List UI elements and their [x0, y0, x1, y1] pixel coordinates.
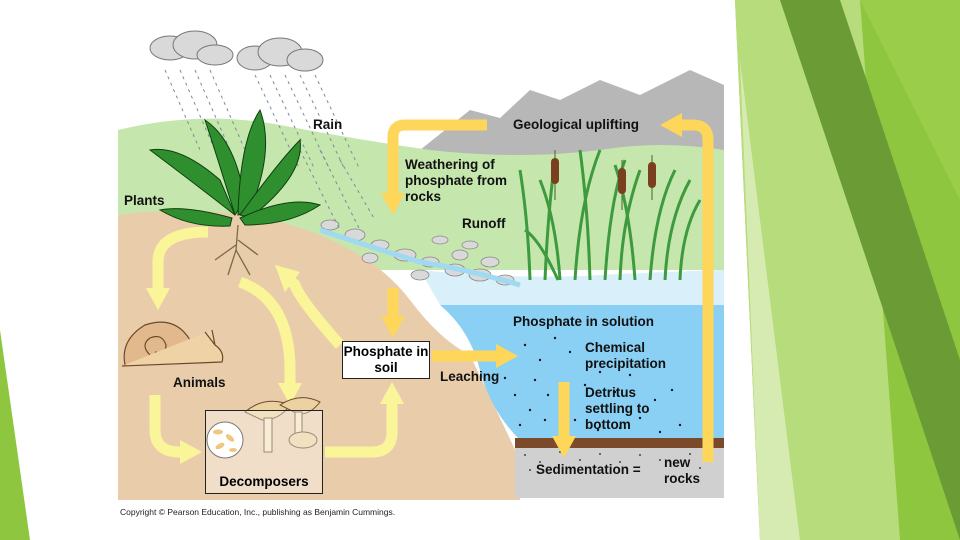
slide-decoration-right	[735, 0, 960, 540]
sediment-speckle	[524, 451, 701, 471]
cycle-arrows	[146, 113, 714, 464]
decomposer-illustration	[206, 397, 321, 459]
label-rain: Rain	[313, 117, 343, 132]
label-runoff: Runoff	[462, 216, 506, 231]
sediment-layer	[515, 438, 724, 448]
arrow-soil-plants	[286, 276, 345, 349]
label-sedimentation: Sedimentation =	[536, 462, 641, 477]
rain-streaks	[164, 69, 376, 231]
label-phosphate-in-soil: Phosphate in soil	[343, 344, 429, 375]
label-chemical-precipitation: Chemical precipitation	[585, 340, 667, 371]
label-weathering: Weathering of phosphate from rocks	[405, 157, 508, 204]
copyright-notice: Copyright © Pearson Education, Inc., pub…	[120, 507, 396, 517]
arrow-plants-decomposers	[237, 276, 296, 385]
phosphate-particles	[503, 336, 682, 434]
label-plants: Plants	[124, 193, 165, 208]
arrow-decomposers-soil	[325, 402, 398, 458]
arrow-animals-decomposers	[149, 395, 182, 458]
rain-clouds	[149, 30, 324, 72]
arrow-weathering	[387, 119, 487, 195]
slide-decoration-left	[0, 330, 30, 540]
label-new-rocks: new rocks	[664, 455, 701, 486]
label-animals: Animals	[173, 375, 226, 390]
label-decomposers: Decomposers	[219, 474, 309, 489]
label-leaching: Leaching	[440, 369, 500, 384]
plant-illustration	[148, 108, 322, 276]
phosphate-in-soil-box: Phosphate in soil	[342, 341, 430, 379]
cattails-illustration	[518, 149, 702, 281]
snail-illustration	[121, 321, 224, 367]
arrow-geological-uplifting	[680, 119, 714, 462]
lake-water	[440, 305, 724, 440]
label-geological-uplifting: Geological uplifting	[513, 117, 639, 132]
label-phosphate-in-solution: Phosphate in solution	[513, 314, 654, 329]
arrow-plants-animals	[152, 226, 209, 290]
decomposers-box: Decomposers	[205, 410, 323, 494]
label-detritus: Detritus settling to bottom	[585, 385, 650, 432]
